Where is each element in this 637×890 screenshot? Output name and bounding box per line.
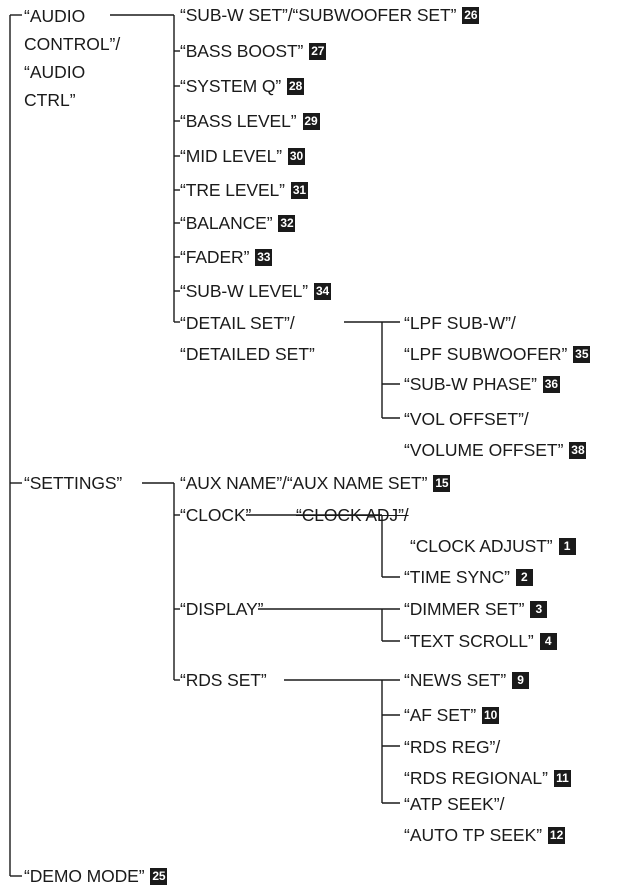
item-label: “CLOCK ADJ”/ [296,505,409,525]
item-label: “CLOCK ADJUST” [410,536,553,556]
menu-item-tre-level: “TRE LEVEL” 31 [180,180,308,200]
item-label: “AF SET” [404,705,477,725]
rds-reg-line-2: “RDS REGIONAL” 11 [404,763,571,794]
step-number-badge: 34 [314,283,332,300]
item-label: “MID LEVEL” [180,146,282,166]
step-number-badge: 32 [278,215,296,232]
item-label: “NEWS SET” [404,670,507,690]
step-number-badge: 25 [150,868,168,885]
menu-item-detail-set: “DETAIL SET”/ “DETAILED SET” [180,308,315,370]
menu-item-af-set: “AF SET” 10 [404,705,500,725]
detail-set-line-1: “DETAIL SET”/ [180,313,295,333]
menu-item-rds-set: “RDS SET” [180,670,267,690]
item-label: “SUB-W PHASE” [404,374,537,394]
audio-control-line-3: “AUDIO [24,62,86,82]
step-number-badge: 2 [515,569,533,586]
lpf-line-1: “LPF SUB-W”/ [404,313,516,333]
menu-item-bass-boost: “BASS BOOST” 27 [180,41,327,61]
audio-control-line-2: CONTROL”/ [24,34,121,54]
step-number-badge: 28 [287,78,305,95]
item-label: “AUTO TP SEEK” [404,825,543,845]
item-label: “TEXT SCROLL” [404,631,534,651]
item-label: “TIME SYNC” [404,567,510,587]
item-label: “SUB-W LEVEL” [180,281,309,301]
menu-item-sub-w-level: “SUB-W LEVEL” 34 [180,281,332,301]
step-number-badge: 35 [573,346,591,363]
menu-item-lpf-sub-w: “LPF SUB-W”/ “LPF SUBWOOFER” 35 [404,308,591,370]
item-label: “SYSTEM Q” [180,76,282,96]
menu-item-dimmer-set: “DIMMER SET” 3 [404,599,548,619]
item-label: “BASS LEVEL” [180,111,297,131]
detail-set-line-2: “DETAILED SET” [180,344,315,364]
lpf-line-2: “LPF SUBWOOFER” 35 [404,339,591,370]
menu-item-clock-adjust: “CLOCK ADJUST” 1 [410,536,576,556]
item-label: “DISPLAY” [180,599,264,619]
step-number-badge: 11 [553,770,571,787]
audio-control-line-1: “AUDIO [24,6,86,26]
item-label: “TRE LEVEL” [180,180,285,200]
vol-offset-line-1: “VOL OFFSET”/ [404,409,529,429]
menu-item-atp-seek: “ATP SEEK”/ “AUTO TP SEEK” 12 [404,789,566,851]
step-number-badge: 31 [290,182,308,199]
atp-seek-line-1: “ATP SEEK”/ [404,794,505,814]
menu-item-fader: “FADER” 33 [180,247,273,267]
step-number-badge: 9 [512,672,530,689]
item-label: “DIMMER SET” [404,599,525,619]
step-number-badge: 26 [462,7,480,24]
menu-item-text-scroll: “TEXT SCROLL” 4 [404,631,557,651]
step-number-badge: 33 [255,249,273,266]
menu-item-bass-level: “BASS LEVEL” 29 [180,111,320,131]
menu-item-mid-level: “MID LEVEL” 30 [180,146,305,166]
step-number-badge: 15 [433,475,451,492]
item-label: “LPF SUBWOOFER” [404,344,568,364]
menu-item-sub-w-set: “SUB-W SET”/“SUBWOOFER SET” 26 [180,5,480,25]
atp-seek-line-2: “AUTO TP SEEK” 12 [404,820,566,851]
step-number-badge: 29 [302,113,320,130]
item-label: “FADER” [180,247,250,267]
menu-item-news-set: “NEWS SET” 9 [404,670,530,690]
step-number-badge: 30 [287,148,305,165]
step-number-badge: 12 [548,827,566,844]
menu-item-audio-control: “AUDIO CONTROL”/ “AUDIO CTRL” [24,2,120,114]
audio-control-line-4: CTRL” [24,90,76,110]
item-label: “BASS BOOST” [180,41,304,61]
menu-item-demo-mode: “DEMO MODE” 25 [24,866,168,886]
menu-item-sub-w-phase: “SUB-W PHASE” 36 [404,374,560,394]
item-label: “VOLUME OFFSET” [404,440,564,460]
item-label: “CLOCK” [180,505,252,525]
item-label: “DEMO MODE” [24,866,145,886]
menu-item-aux-name: “AUX NAME”/“AUX NAME SET” 15 [180,473,451,493]
menu-item-vol-offset: “VOL OFFSET”/ “VOLUME OFFSET” 38 [404,404,587,466]
menu-item-system-q: “SYSTEM Q” 28 [180,76,305,96]
step-number-badge: 10 [482,707,500,724]
menu-item-rds-reg: “RDS REG”/ “RDS REGIONAL” 11 [404,732,571,794]
item-label: “RDS SET” [180,670,267,690]
step-number-badge: 4 [539,633,557,650]
step-number-badge: 38 [569,442,587,459]
item-label: “BALANCE” [180,213,273,233]
step-number-badge: 3 [530,601,548,618]
item-label: “AUX NAME”/“AUX NAME SET” [180,473,428,493]
item-label: “SUB-W SET”/“SUBWOOFER SET” [180,5,457,25]
step-number-badge: 1 [558,538,576,555]
item-label: “SETTINGS” [24,473,123,493]
menu-item-settings: “SETTINGS” [24,473,122,493]
vol-offset-line-2: “VOLUME OFFSET” 38 [404,435,587,466]
menu-item-balance: “BALANCE” 32 [180,213,296,233]
rds-reg-line-1: “RDS REG”/ [404,737,501,757]
menu-item-time-sync: “TIME SYNC” 2 [404,567,533,587]
menu-item-clock: “CLOCK” [180,505,251,525]
menu-item-clock-adj: “CLOCK ADJ”/ [296,505,409,525]
menu-item-display: “DISPLAY” [180,599,263,619]
step-number-badge: 36 [542,376,560,393]
item-label: “RDS REGIONAL” [404,768,548,788]
step-number-badge: 27 [309,43,327,60]
